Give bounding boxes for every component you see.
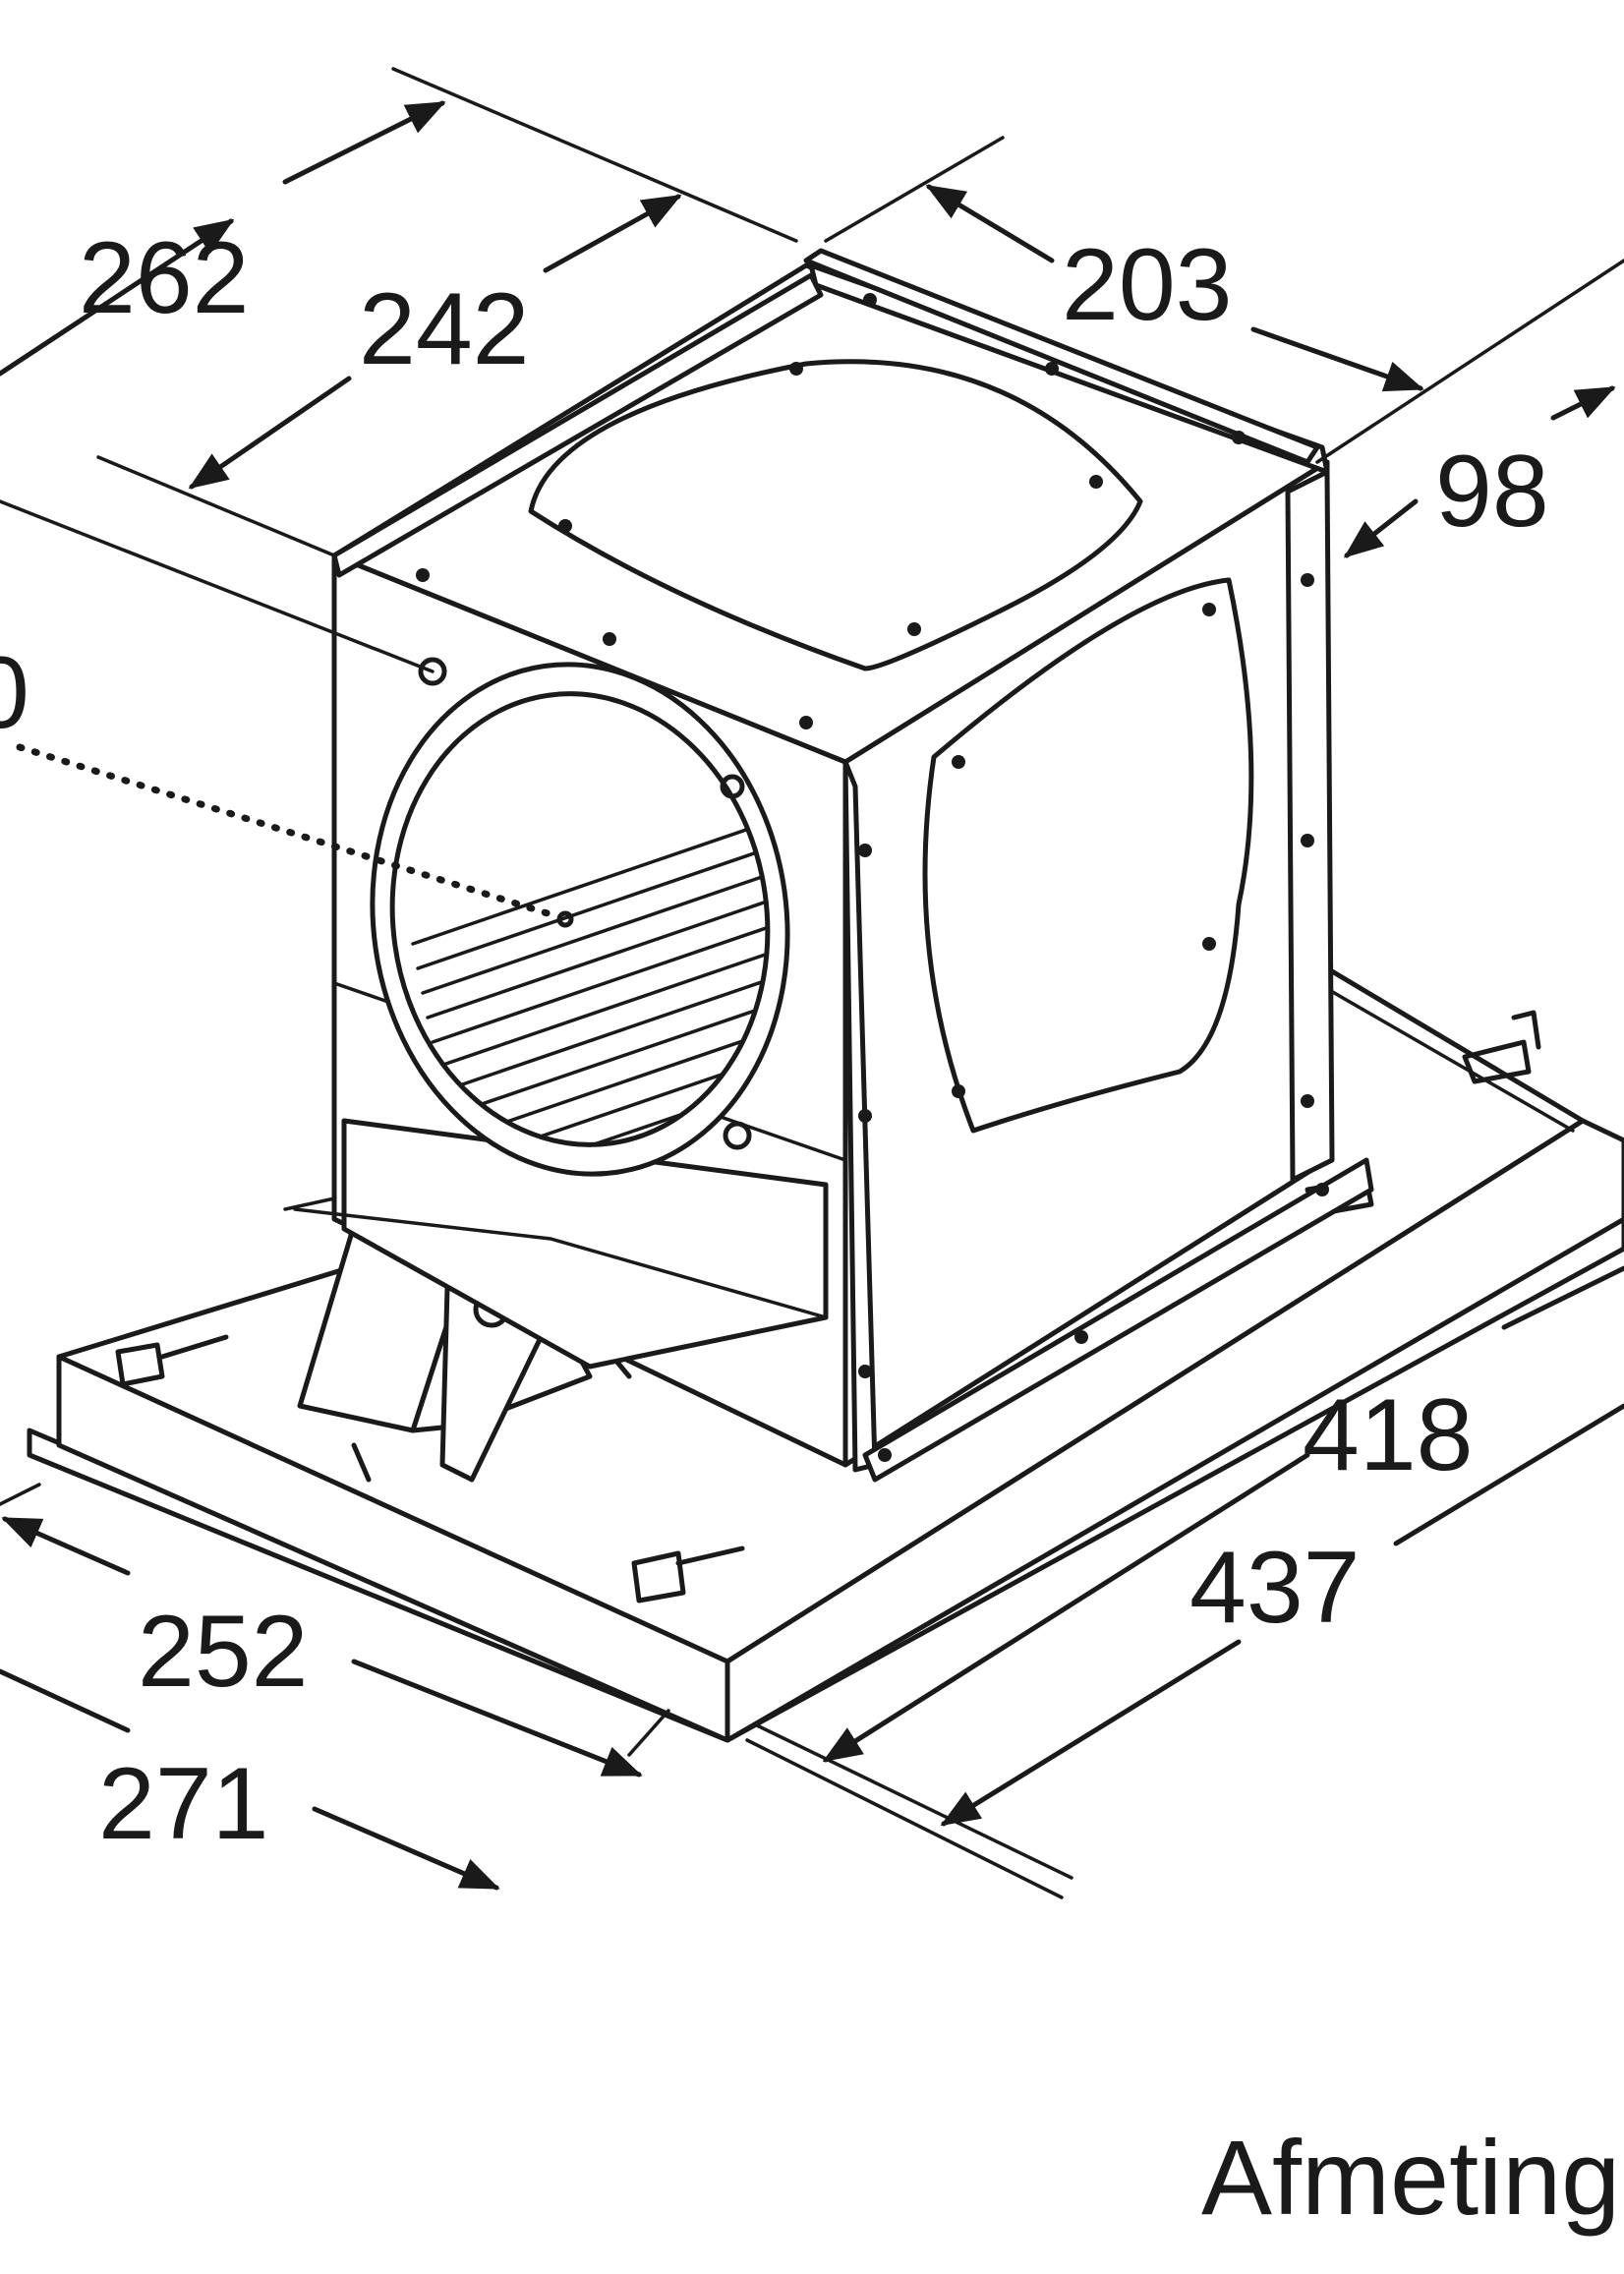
tray-clip (631, 1545, 745, 1603)
mounting-holes (416, 293, 1329, 1462)
dim-203: 203 (1062, 228, 1233, 342)
caption-text: Afmeting (1201, 2118, 1620, 2237)
dim-262: 262 (79, 221, 250, 335)
dim-252: 252 (138, 1595, 309, 1709)
dimension-labels: 262 242 203 98 0 418 437 252 271 (0, 221, 1549, 1861)
tray-clip (1462, 1010, 1541, 1084)
dim-98: 98 (1435, 435, 1549, 549)
dim-418: 418 (1303, 1378, 1474, 1492)
dim-271: 271 (98, 1747, 269, 1861)
dim-437: 437 (1189, 1531, 1361, 1645)
dim-0: 0 (0, 636, 29, 750)
blower-box (293, 248, 1374, 1483)
dim-242: 242 (359, 272, 530, 386)
outlet-opening (370, 657, 797, 1177)
tray-clip (115, 1334, 229, 1387)
dimension-lines (0, 67, 1624, 1899)
